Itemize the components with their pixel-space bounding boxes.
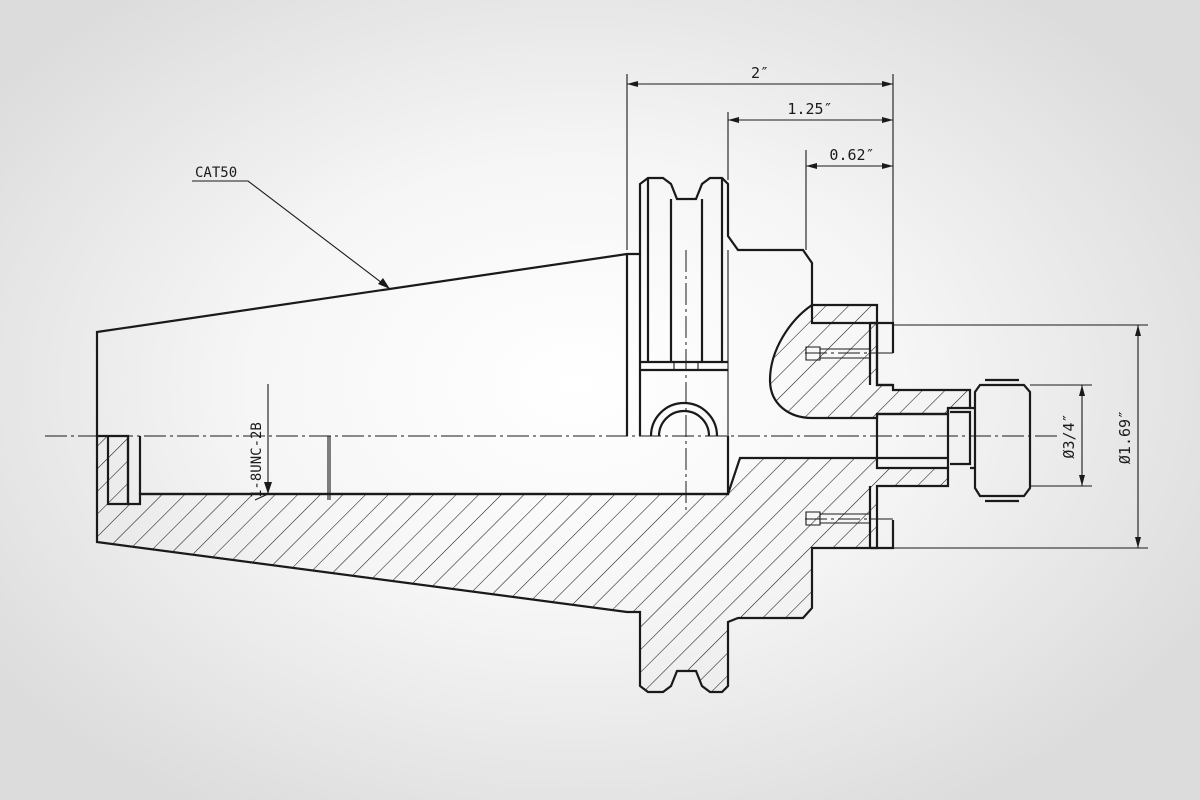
thread-minor-line bbox=[140, 436, 331, 500]
dim-text-pilot-length: 0.62″ bbox=[829, 146, 874, 164]
upper-body-outline bbox=[95, 176, 893, 436]
upper-groove-detail bbox=[625, 178, 728, 436]
dim-text-overall-length: 2″ bbox=[751, 64, 769, 82]
bore-step bbox=[875, 408, 972, 468]
drive-slot bbox=[649, 401, 719, 437]
lower-screw bbox=[805, 511, 870, 526]
thread-label: 1-8UNC-2B bbox=[249, 422, 265, 498]
upper-screw bbox=[805, 346, 870, 361]
upper-bore-lines bbox=[673, 250, 729, 436]
thread-bore bbox=[106, 436, 730, 506]
dim-text-pilot-diameter: Ø3/4″ bbox=[1060, 413, 1078, 458]
dim-text-face-diameter: Ø1.69″ bbox=[1116, 410, 1134, 464]
taper-label: CAT50 bbox=[195, 165, 237, 181]
taper-leader-arrow bbox=[378, 278, 390, 289]
dimension-extension-lines bbox=[626, 74, 1148, 549]
dim-text-flange-to-face: 1.25″ bbox=[787, 100, 832, 118]
lower-body-section bbox=[95, 434, 950, 694]
pilot-nose bbox=[970, 378, 1032, 503]
taper-leader-line bbox=[192, 180, 391, 290]
thread-leader-arrow bbox=[264, 482, 272, 494]
thread-leader-line bbox=[254, 384, 269, 501]
